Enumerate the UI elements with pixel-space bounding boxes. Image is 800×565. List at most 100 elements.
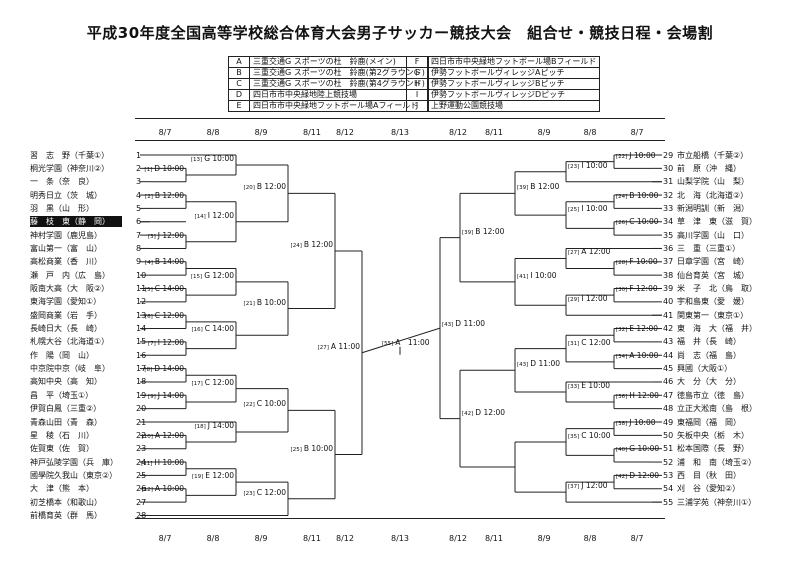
match-number: [14] bbox=[194, 213, 206, 220]
date-label: 8/12 bbox=[336, 128, 354, 137]
match-number: [10] bbox=[141, 434, 153, 441]
team-number: 1 bbox=[136, 150, 142, 160]
team-number: 50 bbox=[663, 430, 674, 440]
match-time: D 11:00 bbox=[530, 359, 561, 369]
match-number: [9] bbox=[147, 393, 156, 400]
match-number: [1] bbox=[144, 167, 153, 174]
date-label: 8/11 bbox=[485, 534, 503, 543]
match-time: G 10:00 bbox=[629, 444, 660, 454]
team-number: 40 bbox=[663, 297, 674, 307]
match-number: [22] bbox=[616, 153, 628, 160]
match-number: [6] bbox=[144, 313, 153, 320]
team-name: 盛岡商業（岩 手） bbox=[30, 310, 102, 320]
match-number: [39] bbox=[462, 229, 474, 236]
match-slot: [35]C 10:00 bbox=[568, 431, 611, 441]
team-number: 46 bbox=[663, 377, 674, 387]
match-time: A 11:00 bbox=[330, 341, 360, 351]
team-number: 35 bbox=[663, 230, 674, 240]
team-entry: 東福岡（福 岡）49 bbox=[663, 417, 775, 428]
team-name: 尚 志（福 島） bbox=[677, 350, 741, 360]
team-entry: 中京院中京（岐 阜）17 bbox=[30, 363, 146, 374]
team-entry: 新潟明訓（新 潟）33 bbox=[663, 203, 775, 214]
match-slot: [32]E 12:00 bbox=[616, 324, 658, 334]
date-label: 8/8 bbox=[583, 128, 597, 137]
date-label: 8/9 bbox=[537, 534, 551, 543]
team-name: 松本国際（長 野） bbox=[677, 444, 749, 454]
team-number: 24 bbox=[136, 457, 147, 467]
match-number: [22] bbox=[243, 402, 255, 409]
team-number: 17 bbox=[136, 364, 147, 374]
match-slot: [22]J 10:00 bbox=[616, 151, 656, 161]
team-number: 2 bbox=[136, 163, 142, 173]
match-number: [8] bbox=[144, 367, 153, 374]
team-entry: 仙台育英（宮 城）38 bbox=[663, 270, 775, 281]
match-number: [38] bbox=[616, 420, 628, 427]
team-entry: 西 目（秋 田）53 bbox=[663, 470, 775, 481]
team-entry: 桐光学園（神奈川②）2 bbox=[30, 163, 142, 174]
match-number: [16] bbox=[191, 327, 203, 334]
team-entry: 北 海（北海道②）32 bbox=[663, 190, 775, 201]
match-slot: [24]B 12:00 bbox=[291, 240, 333, 250]
venue-key: E bbox=[228, 100, 250, 112]
team-entry: 國學院久我山（東京②）25 bbox=[30, 470, 146, 481]
match-slot: [1]D 10:00 bbox=[144, 164, 184, 174]
team-entry: 刈 谷（愛知②）54 bbox=[663, 483, 775, 494]
match-slot: [34]A 10:00 bbox=[616, 351, 658, 361]
match-number: [25] bbox=[568, 207, 580, 214]
match-slot: [20]B 12:00 bbox=[244, 182, 286, 192]
team-number: 11 bbox=[136, 284, 147, 293]
team-entry: 佐賀東（佐 賀）23 bbox=[30, 443, 146, 454]
match-slot: [42]D 12:00 bbox=[462, 408, 505, 418]
match-time: B 10:00 bbox=[256, 297, 286, 307]
match-time: D 14:00 bbox=[154, 364, 184, 374]
team-number: 18 bbox=[136, 377, 147, 387]
team-number: 31 bbox=[663, 177, 674, 187]
match-time: C 12:00 bbox=[581, 337, 611, 347]
match-slot: [6]C 12:00 bbox=[145, 311, 184, 321]
match-number: [24] bbox=[290, 242, 302, 249]
match-time: B 12:00 bbox=[256, 182, 286, 192]
team-entry: 日章学園（宮 崎）37 bbox=[663, 256, 775, 267]
team-name: 佐賀東（佐 賀） bbox=[30, 444, 94, 454]
team-entry: 高松商業（香 川）9 bbox=[30, 256, 142, 267]
team-number: 48 bbox=[663, 404, 674, 414]
team-number: 26 bbox=[136, 484, 147, 494]
date-label: 8/13 bbox=[391, 534, 409, 543]
date-label: 8/11 bbox=[485, 128, 503, 137]
team-number: 3 bbox=[136, 177, 142, 187]
match-number: [27] bbox=[568, 250, 580, 257]
match-number: [35] bbox=[568, 434, 580, 441]
team-name: 高知中央（高 知） bbox=[30, 377, 102, 387]
match-number: [26] bbox=[616, 220, 628, 227]
match-slot: [17]C 12:00 bbox=[191, 378, 234, 388]
team-name: 立正大淞南（島 根） bbox=[677, 404, 757, 414]
match-number: [15] bbox=[190, 273, 203, 280]
team-entry: 宇和島東（愛 媛）40 bbox=[663, 296, 775, 307]
date-label: 8/8 bbox=[583, 534, 597, 543]
team-number: 5 bbox=[136, 203, 142, 213]
team-number: 9 bbox=[136, 257, 142, 267]
match-time: I 12:00 bbox=[581, 294, 608, 304]
date-label: 8/7 bbox=[630, 128, 644, 137]
team-number: 10 bbox=[136, 270, 147, 280]
match-slot: [33]E 10:00 bbox=[568, 381, 610, 391]
team-name: 日章学園（宮 崎） bbox=[677, 257, 749, 267]
team-entry: 徳島市立（徳 島）47 bbox=[663, 390, 775, 401]
match-slot: [9]J 14:00 bbox=[148, 391, 184, 401]
date-label: 8/7 bbox=[630, 534, 644, 543]
date-label: 8/12 bbox=[449, 534, 467, 543]
team-number: 41 bbox=[663, 310, 674, 320]
match-number: [30] bbox=[616, 287, 628, 294]
date-label: 8/9 bbox=[537, 128, 551, 137]
match-number: [23] bbox=[243, 490, 255, 497]
team-name: 福 井（長 崎） bbox=[677, 337, 741, 347]
match-number: [31] bbox=[568, 340, 580, 347]
team-name: 浦 和 南（埼玉②） bbox=[677, 457, 757, 467]
match-slot: [14]I 12:00 bbox=[194, 211, 234, 221]
date-label: 8/7 bbox=[158, 534, 172, 543]
match-slot: [27]A 11:00 bbox=[318, 342, 360, 352]
team-number: 8 bbox=[136, 243, 142, 253]
